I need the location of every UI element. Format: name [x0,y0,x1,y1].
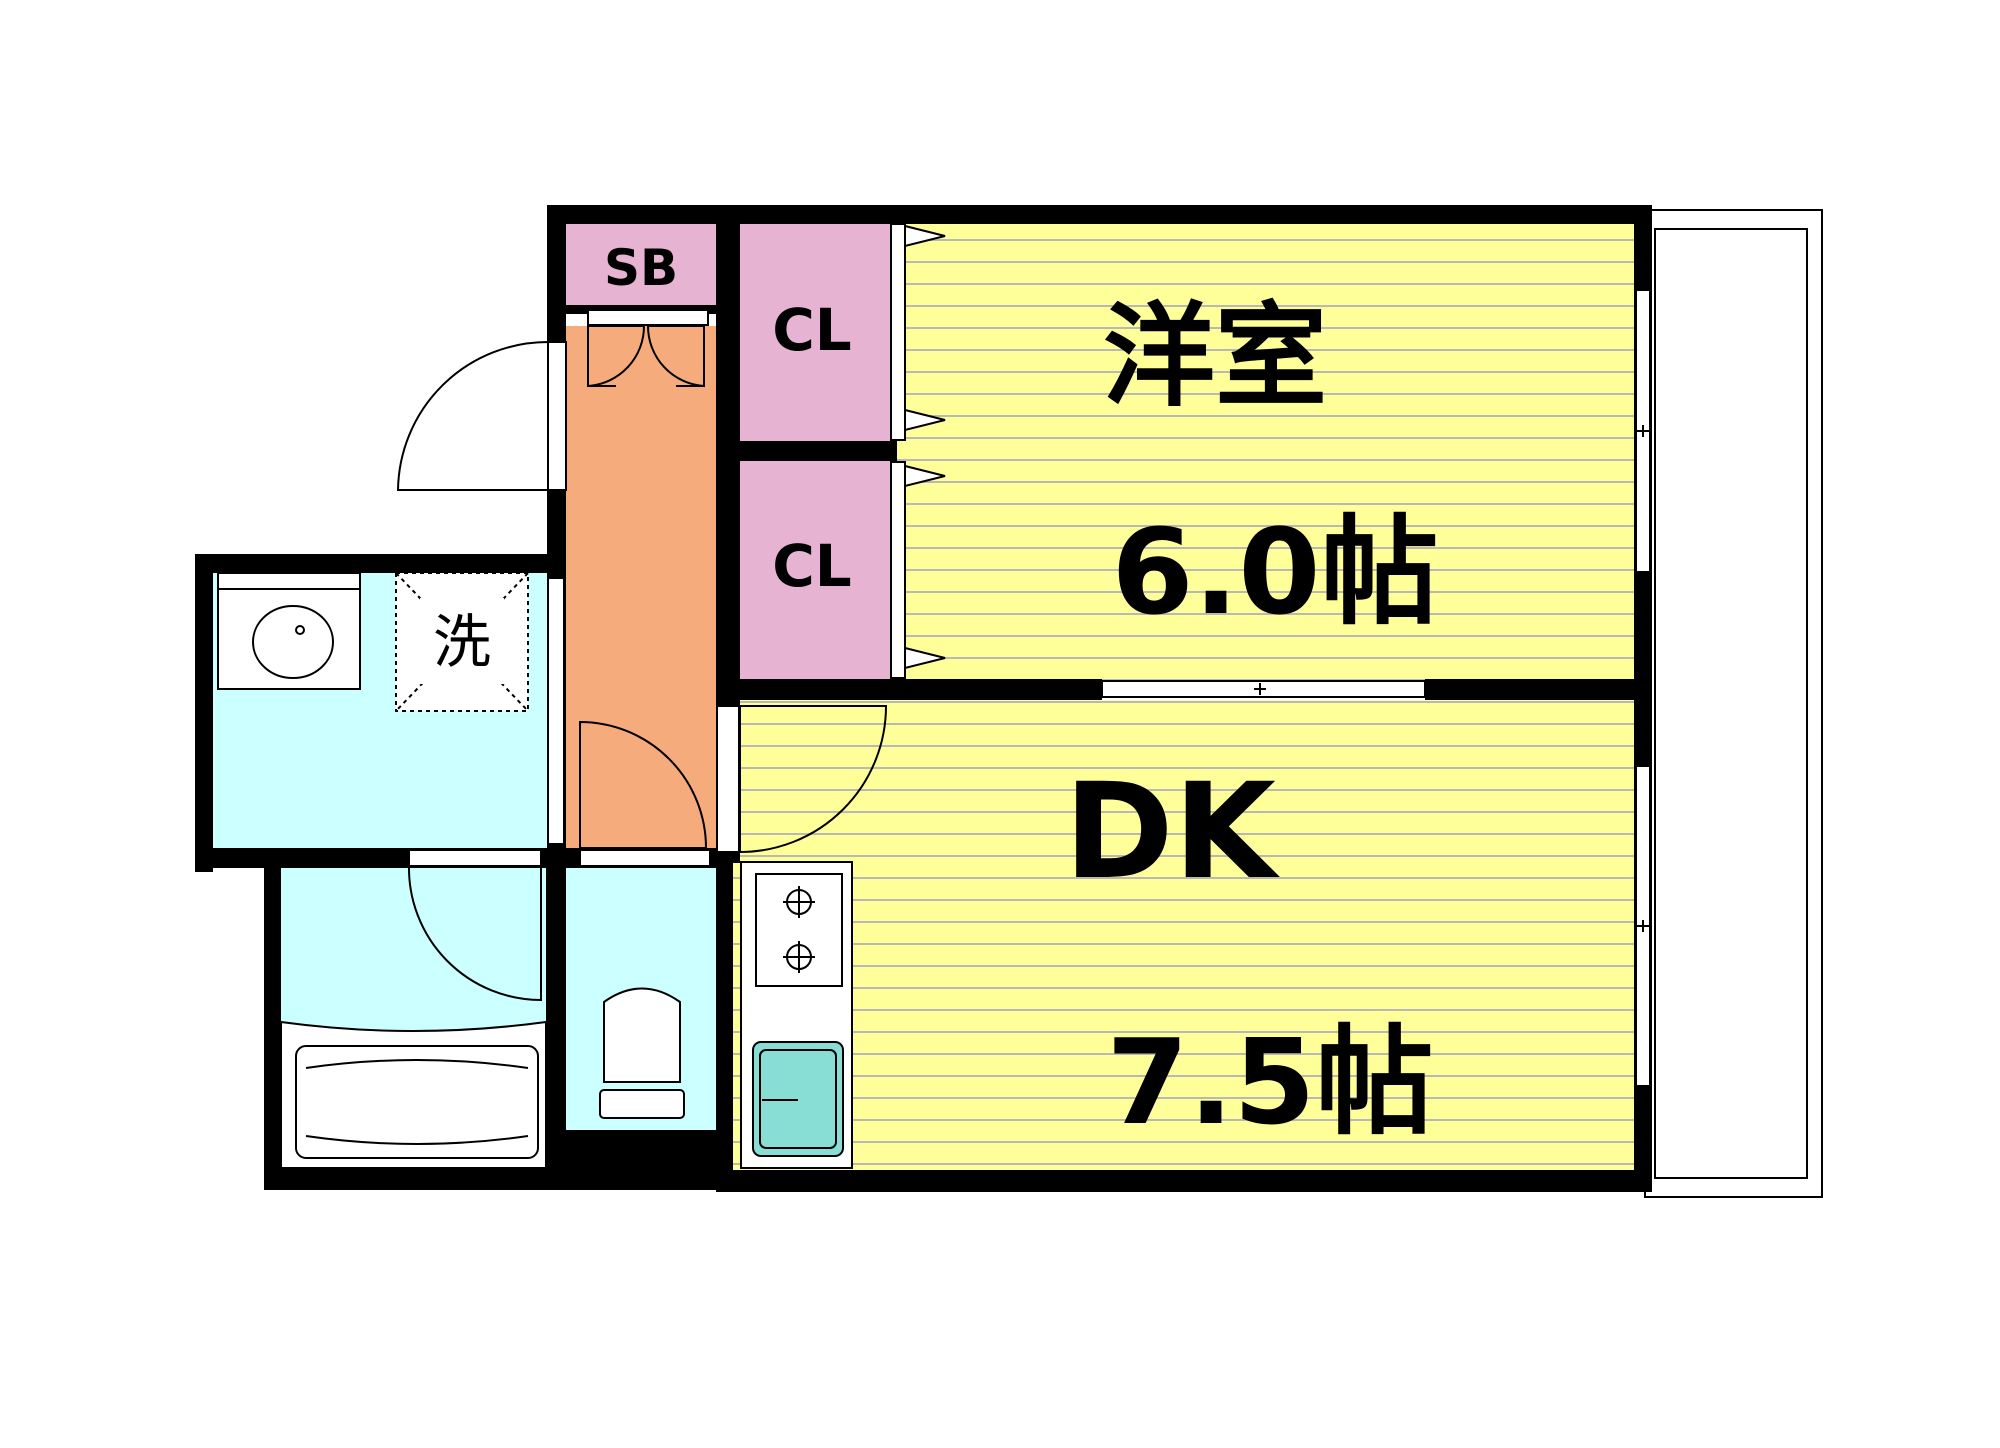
bathtub [280,1020,547,1169]
western-room-size: 6.0帖 [1111,503,1438,641]
shoe-box-label: SB [604,239,678,297]
dk-floor [733,700,1634,1170]
western-room-floor [897,224,1634,682]
closet-upper-area [740,224,890,441]
window-ticks [1254,425,1649,932]
washer-label: 洗 [433,608,491,676]
hallway-floor [566,326,716,854]
toilet-fixture [599,987,685,1119]
closet-lower-label: CL [772,532,852,600]
dk-size: 7.5帖 [1106,1013,1433,1151]
dk-name: DK [1064,755,1281,909]
stove-burner-icon [783,886,815,973]
closet-door-marks [904,224,946,670]
closet-upper-label: CL [772,296,852,364]
western-room-name: 洋室 [1103,292,1327,422]
balcony [1644,209,1823,1198]
washbasin [217,572,361,690]
door-swings [396,325,888,1002]
openings [408,223,1651,1087]
closet-lower-area [740,461,890,679]
kitchen-counter [740,861,853,1169]
washing-machine-space: 洗 [395,572,529,712]
shoe-box-area [566,224,716,309]
